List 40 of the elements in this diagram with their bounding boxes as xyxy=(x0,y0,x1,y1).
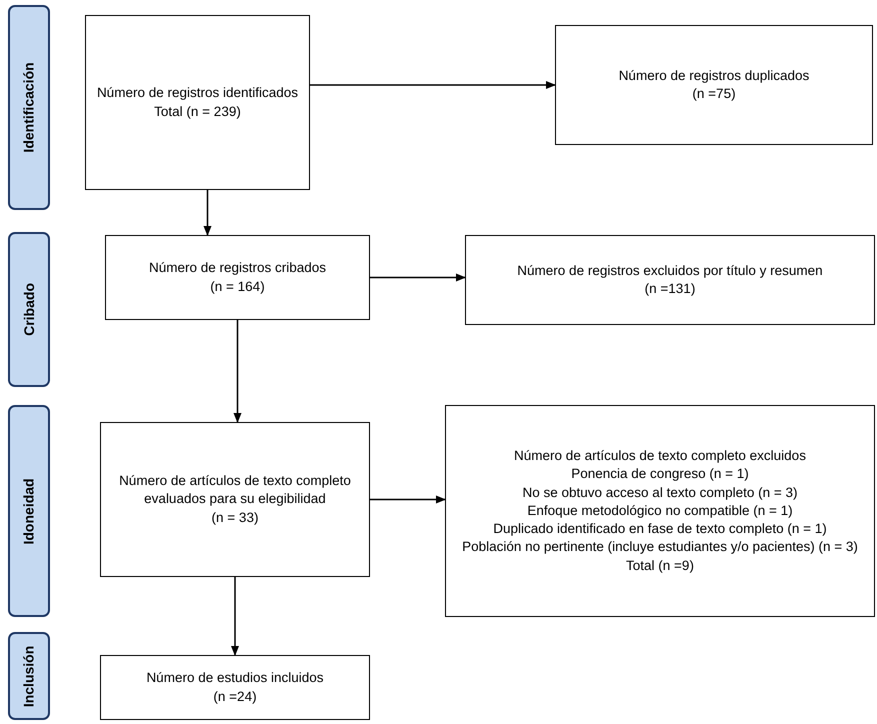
box-text: Número de artículos de texto completo excluidos xyxy=(514,447,806,466)
box-text: Número de registros duplicados xyxy=(618,66,810,85)
arrow xyxy=(370,496,446,504)
process-box xyxy=(445,405,875,617)
box-text: (n =75) xyxy=(692,85,736,103)
box-text: Población no pertinente (incluye estudiantes y/o pacientes) (n = 3) xyxy=(462,538,858,556)
process-box xyxy=(100,422,370,577)
arrow xyxy=(231,577,239,656)
box-text: Número de estudios incluidos xyxy=(146,669,324,688)
box-text: (n =24) xyxy=(213,688,257,706)
box-text: Enfoque metodológico no compatible (n = 1) xyxy=(527,502,793,520)
phase-label: Cribado xyxy=(20,283,38,336)
box-text: (n = 33) xyxy=(212,508,258,527)
box-text: (n = 164) xyxy=(210,278,265,296)
phase-label: Idoneidad xyxy=(20,478,38,544)
arrow xyxy=(204,190,212,236)
process-box xyxy=(555,25,873,145)
box-text: Número de registros cribados xyxy=(148,259,326,278)
arrow xyxy=(370,274,466,282)
box-text: Duplicado identificado en fase de texto completo (n = 1) xyxy=(493,520,827,538)
phase-label: Inclusión xyxy=(20,645,38,707)
phase-band xyxy=(8,5,50,210)
process-box xyxy=(105,235,370,320)
arrow xyxy=(310,81,556,89)
phase-band xyxy=(8,405,50,617)
process-box xyxy=(85,15,310,190)
box-text: Total (n = 239) xyxy=(154,102,241,121)
box-text: Ponencia de congreso (n = 1) xyxy=(571,465,749,484)
phase-band xyxy=(8,632,50,720)
box-text: Número de registros excluidos por título y resumen xyxy=(517,262,823,280)
box-text: No se obtuvo acceso al texto completo (n = 3) xyxy=(522,484,798,502)
box-text: Total (n =9) xyxy=(626,556,694,575)
box-text: Número de registros identificados xyxy=(96,84,298,102)
process-box xyxy=(100,655,370,720)
box-text: (n =131) xyxy=(644,280,696,298)
arrow xyxy=(234,320,242,423)
phase-band xyxy=(8,232,50,387)
phase-label: Identificación xyxy=(20,62,38,153)
process-box xyxy=(465,235,875,325)
box-text: Número de artículos de texto completo evaluados para su elegibilidad xyxy=(118,472,352,508)
